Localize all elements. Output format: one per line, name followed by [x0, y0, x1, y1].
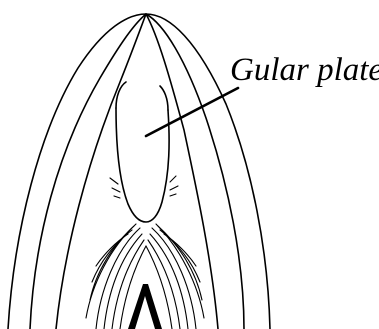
- isthmus-inverted-v: [128, 284, 162, 329]
- label-leader-line: [146, 88, 238, 136]
- hatch-mark: [112, 188, 120, 192]
- gular-plate-label: Gular plate: [230, 52, 379, 88]
- gular-plate-top-edge: [116, 82, 126, 108]
- gular-plate-top-edge-right: [160, 86, 168, 110]
- hatch-mark: [170, 186, 178, 190]
- hatch-mark: [170, 176, 176, 182]
- hatch-mark: [110, 178, 118, 184]
- hatch-mark: [170, 194, 176, 196]
- gular-plate-outline: [116, 108, 169, 222]
- left-jaw-contour-inner: [56, 14, 146, 329]
- branchiostegal-ray: [156, 224, 204, 318]
- hatch-mark: [114, 196, 120, 198]
